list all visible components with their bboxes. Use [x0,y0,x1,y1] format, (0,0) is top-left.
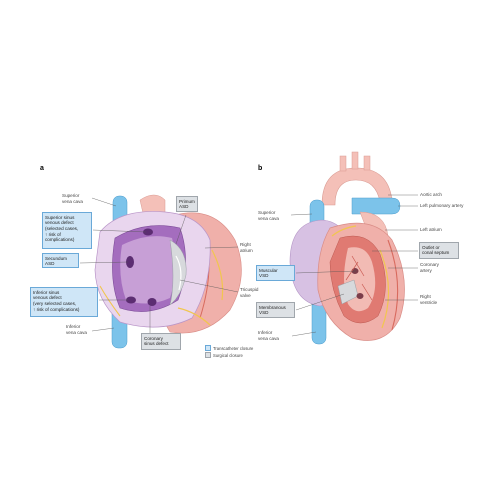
legend-surgical-label: Surgical closure [213,352,243,358]
label-inferior-vena-cava-b: Inferior vena cava [258,330,279,341]
label-superior-vena-cava-a: Superior vena cava [62,193,83,204]
label-tricuspid-valve: Tricuspid valve [240,287,259,298]
label-right-ventricle: Right ventricle [420,294,438,305]
box-superior-sinus-venous-defect: Superior sinus venous defect (selected c… [42,212,92,249]
label-left-atrium: Left atrium [420,227,442,232]
box-membranous-vsd: Membranous VSD [256,302,295,318]
box-outlet-conal-septum: Outlet or conal septum [419,242,459,259]
legend-transcatheter-swatch [205,345,211,351]
label-aortic-arch: Aortic arch [420,192,442,197]
box-primum-asd: Primum ASD [176,196,198,212]
box-inferior-sinus-venous-defect: Inferior sinus venous defect (very selec… [30,287,98,317]
box-muscular-vsd: Muscular VSD [256,265,295,281]
legend-surgical: Surgical closure [205,352,243,358]
panel-a-letter: a [40,165,44,172]
label-coronary-artery: Coronary artery [420,262,439,273]
label-superior-vena-cava-b: Superior vena cava [258,210,279,221]
panel-b-heart [289,151,405,345]
label-right-atrium-a: Right atrium [240,242,253,253]
panel-b-letter: b [258,165,263,172]
panel-a-heart [94,194,242,349]
label-inferior-vena-cava-a: Inferior vena cava [66,324,87,335]
panel-b-leaders [290,194,418,337]
label-left-pulmonary-artery: Left pulmonary artery [420,203,464,208]
box-coronary-sinus-defect: Coronary sinus defect [141,333,181,350]
legend-transcatheter: Transcatheter closure [205,345,253,351]
panel-a-leaders [79,197,239,337]
legend-transcatheter-label: Transcatheter closure [213,345,254,351]
legend-surgical-swatch [205,352,211,358]
box-secundum-asd: Secundum ASD [42,253,79,268]
